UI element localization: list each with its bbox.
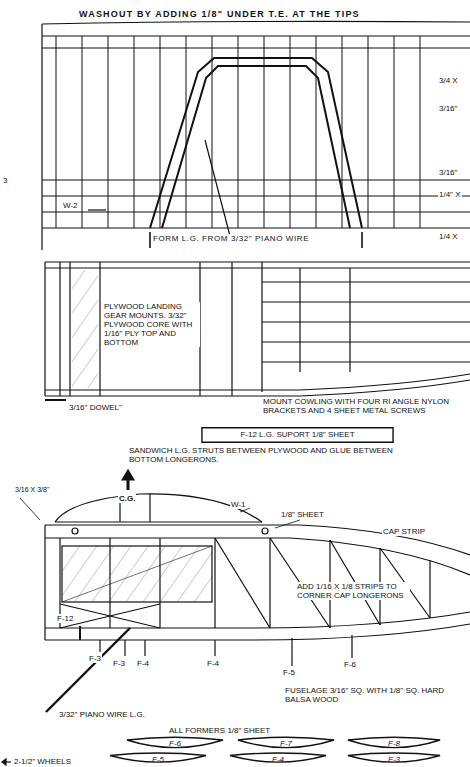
former-number: F-8 [346, 739, 442, 748]
plan-note: FORM L.G. FROM 3/32" PIANO WIRE [152, 234, 310, 243]
plan-note: 1/4" X [438, 190, 462, 199]
plan-note: F-6 [343, 660, 357, 669]
plan-note: 1/8" SHEET [280, 510, 325, 519]
side-view [20, 470, 470, 712]
plan-note: F-12 [56, 614, 74, 623]
former-outline: F-4 [228, 752, 328, 766]
plan-note: SANDWICH L.G. STRUTS BETWEEN PLYWOOD AND… [128, 446, 426, 464]
part-label: F-12 L.G. SUPORT 1/8" SHEET [200, 430, 395, 439]
plan-note: ADD 1/16 X 1/8 STRIPS TO CORNER CAP LONG… [296, 582, 410, 600]
bottom-plan-view [45, 262, 470, 400]
plan-note: W-2 [62, 201, 79, 210]
former-outline: F-8 [346, 736, 442, 752]
plan-note: ALL FORMERS 1/8" SHEET [168, 726, 271, 735]
plan-note: C.G. [118, 494, 136, 503]
plan-note: F-3 [112, 659, 126, 668]
former-outline: F-6 [125, 736, 225, 752]
plan-note: F-5 [282, 668, 296, 677]
former-outline: F-5 [108, 752, 208, 766]
plan-note: CAP STRIP [382, 527, 426, 536]
former-number: F-3 [346, 755, 442, 764]
former-number: F-7 [236, 739, 336, 748]
former-number: F-4 [228, 755, 328, 764]
former-number: F-5 [108, 755, 208, 764]
plan-note: FUSELAGE 3/16" SQ. WITH 1/8" SQ. HARD BA… [284, 686, 468, 704]
plan-note: F-4 [136, 659, 150, 668]
plan-note: 2-1/2" WHEELS [13, 757, 72, 766]
plan-note: 3 [2, 176, 8, 185]
top-view [42, 21, 470, 250]
plan-note: F-3 [88, 654, 102, 663]
plan-note: MOUNT COWLING WITH FOUR RI ANGLE NYLON B… [262, 397, 468, 415]
part-box: F-12 L.G. SUPORT 1/8" SHEET [200, 427, 395, 443]
plan-note: 3/4 X [438, 76, 459, 85]
plan-note: F-4 [206, 659, 220, 668]
plan-note: 3/16 X 3/8" [14, 486, 50, 494]
plan-note: PLYWOOD LANDING GEAR MOUNTS. 3/32" PLYWO… [103, 302, 200, 347]
plan-note: 3/16" [438, 168, 458, 177]
plan-note: W-1 [230, 500, 247, 509]
plan-note: 3/16" [438, 104, 458, 113]
plan-note: 3/32" PIANO WIRE L.G. [58, 710, 146, 719]
plan-note: WASHOUT BY ADDING 1/8" UNDER T.E. AT THE… [78, 9, 361, 19]
plan-note: 3/16" DOWEL" [68, 403, 123, 412]
former-number: F-6 [125, 739, 225, 748]
plan-note: 1/4 X [438, 232, 459, 241]
former-outline: F-3 [346, 752, 442, 766]
former-outline: F-7 [236, 736, 336, 752]
